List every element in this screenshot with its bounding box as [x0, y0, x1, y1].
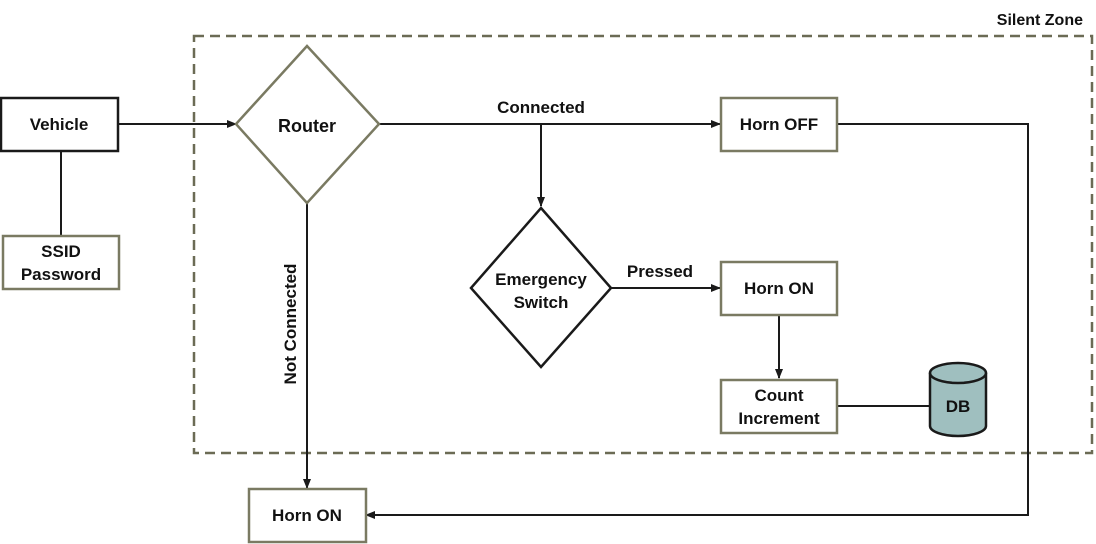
database-icon	[928, 361, 988, 438]
node-horn-on-mid	[719, 260, 839, 317]
node-router	[234, 44, 381, 205]
silent-zone-label: Silent Zone	[997, 12, 1083, 29]
node-count-label: Count	[754, 386, 803, 405]
edge-label-connected: Connected	[497, 98, 585, 117]
node-db-label: DB	[946, 397, 971, 416]
node-emergency-switch	[469, 206, 613, 369]
edge-label-pressed: Pressed	[627, 262, 693, 281]
node-password-label: Password	[21, 265, 101, 284]
silent-zone-boundary	[192, 34, 1094, 455]
node-increment-label: Increment	[738, 409, 820, 428]
node-ssid-password	[1, 234, 121, 291]
node-count-increment	[719, 378, 839, 435]
node-router-label: Router	[278, 116, 336, 136]
node-vehicle	[0, 96, 120, 153]
node-horn-on-mid-label: Horn ON	[744, 279, 814, 298]
node-horn-on-bottom-label: Horn ON	[272, 506, 342, 525]
node-emergency-label: Emergency	[495, 270, 587, 289]
node-vehicle-label: Vehicle	[30, 115, 89, 134]
node-horn-on-bottom	[247, 487, 368, 544]
arrow-horn-off-horn-on-bottom	[365, 123, 1029, 519]
node-switch-label: Switch	[514, 293, 569, 312]
node-horn-off-label: Horn OFF	[740, 115, 818, 134]
node-ssid-label: SSID	[41, 242, 81, 261]
node-horn-off	[719, 96, 839, 153]
edge-label-not-connected: Not Connected	[281, 264, 300, 385]
